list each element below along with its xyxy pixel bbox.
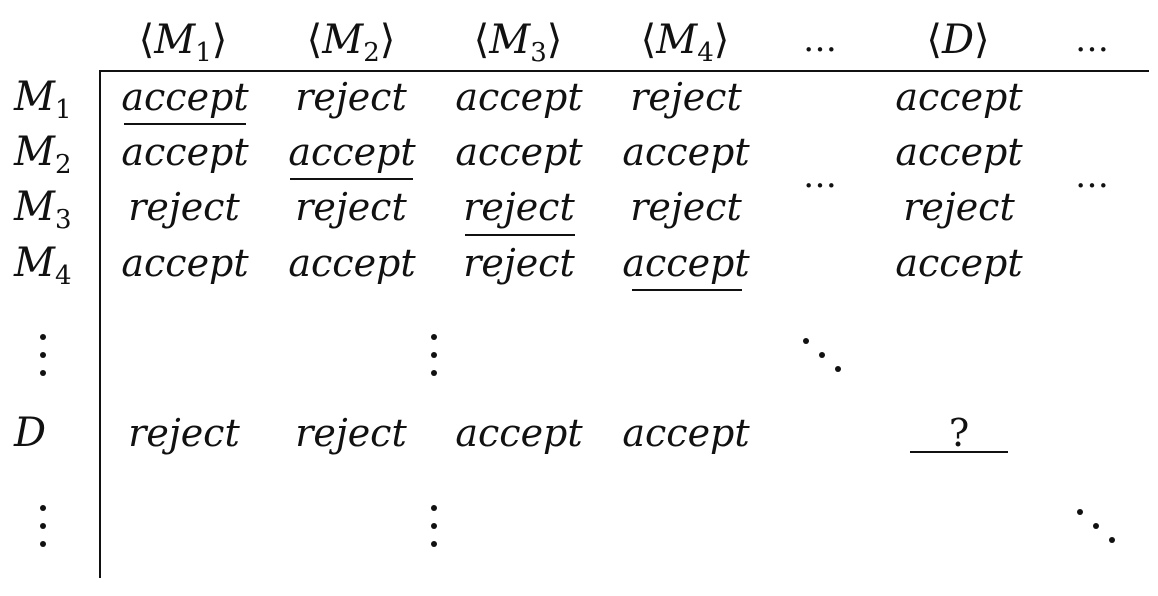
vdots-left-upper-2 xyxy=(40,352,46,358)
cell-m2-c2: accept xyxy=(288,130,416,174)
cell-m4-d: accept xyxy=(895,241,1023,285)
cell-m2-d: accept xyxy=(895,130,1023,174)
col-header-3: ⟨M3⟩ xyxy=(473,17,563,68)
cell-m2-c1: accept xyxy=(121,130,249,174)
cell-m2-c4: accept xyxy=(622,130,750,174)
col-header-4: ⟨M4⟩ xyxy=(640,17,730,68)
vertical-rule xyxy=(99,70,101,578)
cell-m3-c3: reject xyxy=(463,185,575,229)
cell-m3-c1: reject xyxy=(128,185,240,229)
underline-d-d xyxy=(910,451,1008,453)
cell-m3-d: reject xyxy=(903,185,1015,229)
cell-d-c1: reject xyxy=(128,411,240,455)
cell-m1-d: accept xyxy=(895,75,1023,119)
underline-m4-c4 xyxy=(632,289,742,291)
cell-m4-c3: reject xyxy=(463,241,575,285)
vdots-center-upper-1 xyxy=(431,334,437,340)
rows-ellipsis-right: … xyxy=(1075,156,1113,196)
cell-m3-c4: reject xyxy=(630,185,742,229)
rows-ellipsis-left: … xyxy=(803,156,841,196)
cell-m1-c3: accept xyxy=(455,75,583,119)
horizontal-rule xyxy=(99,70,1149,72)
ddots-lower-right-1 xyxy=(1077,509,1083,515)
vdots-left-lower-3 xyxy=(40,541,46,547)
ddots-lower-right-3 xyxy=(1109,537,1115,543)
vdots-left-upper-1 xyxy=(40,334,46,340)
cell-m4-c2: accept xyxy=(288,241,416,285)
cell-d-c4: accept xyxy=(622,411,750,455)
row-label-m1: M1 xyxy=(14,74,72,125)
vdots-left-lower-1 xyxy=(40,505,46,511)
cell-m1-c1: accept xyxy=(121,75,249,119)
col-header-ellipsis-2: … xyxy=(1075,20,1113,60)
vdots-center-lower-2 xyxy=(431,523,437,529)
row-label-m2: M2 xyxy=(14,129,72,180)
cell-d-d-question: ? xyxy=(948,411,970,455)
ddots-lower-right-2 xyxy=(1093,523,1099,529)
vdots-center-upper-2 xyxy=(431,352,437,358)
ddots-middle-2 xyxy=(819,352,825,358)
cell-m3-c2: reject xyxy=(295,185,407,229)
cell-m4-c4: accept xyxy=(622,241,750,285)
vdots-center-lower-3 xyxy=(431,541,437,547)
underline-m2-c2 xyxy=(290,178,413,180)
col-header-2: ⟨M2⟩ xyxy=(306,17,396,68)
cell-m1-c2: reject xyxy=(295,75,407,119)
cell-m1-c4: reject xyxy=(630,75,742,119)
cell-m4-c1: accept xyxy=(121,241,249,285)
underline-m1-c1 xyxy=(124,123,246,125)
ddots-middle-3 xyxy=(835,366,841,372)
cell-d-c3: accept xyxy=(455,411,583,455)
ddots-middle-1 xyxy=(803,338,809,344)
row-label-d: D xyxy=(14,410,47,456)
vdots-center-lower-1 xyxy=(431,505,437,511)
row-label-m3: M3 xyxy=(14,184,72,235)
row-label-m4: M4 xyxy=(14,240,72,291)
vdots-left-lower-2 xyxy=(40,523,46,529)
vdots-center-upper-3 xyxy=(431,370,437,376)
vdots-left-upper-3 xyxy=(40,370,46,376)
underline-m3-c3 xyxy=(465,234,575,236)
col-header-1: ⟨M1⟩ xyxy=(138,17,228,68)
cell-m2-c3: accept xyxy=(455,130,583,174)
cell-d-c2: reject xyxy=(295,411,407,455)
col-header-d: ⟨D⟩ xyxy=(926,17,990,63)
col-header-ellipsis-1: … xyxy=(803,20,841,60)
